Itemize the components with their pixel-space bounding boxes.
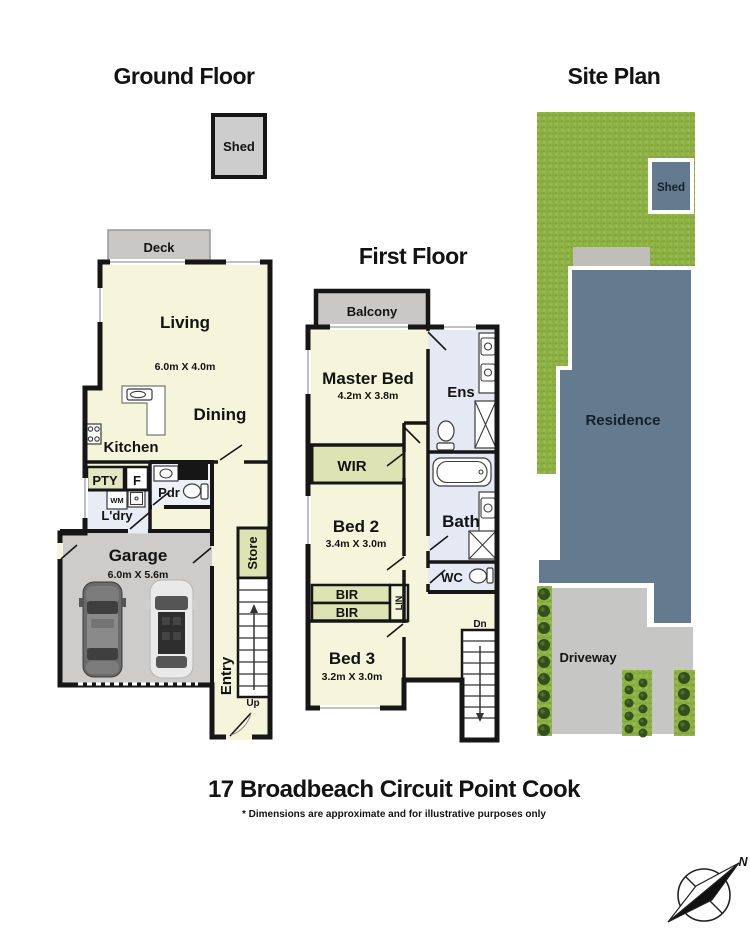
pantry-label: PTY bbox=[92, 473, 118, 488]
ensuite-label: Ens bbox=[447, 384, 475, 401]
laundry-door bbox=[129, 511, 151, 530]
stairs-up-arrowhead bbox=[250, 604, 258, 613]
bed3-dim: 3.2m X 3.0m bbox=[322, 671, 383, 683]
powder-toilet bbox=[182, 483, 202, 499]
master-label: Master Bed bbox=[322, 369, 414, 388]
bathtub bbox=[432, 457, 492, 487]
bath-door bbox=[429, 535, 449, 551]
ground-floor-title: Ground Floor bbox=[114, 63, 255, 89]
master-door bbox=[403, 426, 421, 444]
deck-label: Deck bbox=[143, 240, 175, 255]
linen-label: LIN bbox=[394, 596, 404, 611]
garage-side-door bbox=[60, 544, 78, 560]
bed3-label: Bed 3 bbox=[329, 649, 375, 668]
site-deck bbox=[573, 247, 650, 268]
powder-door bbox=[152, 492, 169, 506]
powder-counter bbox=[178, 464, 208, 480]
site-plan-title: Site Plan bbox=[568, 63, 661, 89]
compass-north-label: N bbox=[738, 855, 748, 869]
living-dim: 6.0m X 4.0m bbox=[155, 361, 216, 373]
dining-door bbox=[219, 444, 243, 461]
car-light-icon bbox=[146, 579, 197, 679]
hall-wall bbox=[402, 421, 428, 680]
site-shed bbox=[648, 158, 694, 214]
balcony-walls bbox=[313, 288, 431, 327]
site-grass-left2 bbox=[537, 368, 560, 474]
ground-outer-walls bbox=[57, 259, 273, 740]
wc-label: WC bbox=[441, 570, 463, 585]
site-plan: Site Plan Shed Residence Driveway bbox=[535, 63, 695, 738]
site-shed-label: Shed bbox=[657, 182, 685, 194]
bath-label: Bath bbox=[442, 512, 480, 531]
front-door-arc bbox=[230, 712, 252, 736]
dining-label: Dining bbox=[194, 405, 247, 424]
powder-toilet-tank bbox=[200, 483, 209, 500]
first-floor-plan: First Floor Balcony bbox=[305, 243, 500, 743]
bed2-label: Bed 2 bbox=[333, 517, 379, 536]
balcony bbox=[316, 291, 428, 327]
residence-label: Residence bbox=[585, 412, 660, 429]
ground-floor-plan: Ground Floor Shed Deck bbox=[57, 63, 273, 740]
wir-label: WIR bbox=[337, 458, 366, 475]
bed2-dim: 3.4m X 3.0m bbox=[326, 538, 387, 550]
ensuite-toilet bbox=[437, 420, 455, 442]
bush-strip-right bbox=[674, 670, 695, 736]
front-door bbox=[229, 712, 252, 737]
fridge-label: F bbox=[133, 473, 141, 488]
powder-label: Pdr bbox=[158, 485, 180, 500]
bir1-label: BIR bbox=[336, 587, 359, 602]
garage-dim: 6.0m X 5.6m bbox=[108, 569, 169, 581]
store-label: Store bbox=[245, 536, 260, 569]
bed3-door bbox=[386, 623, 404, 638]
compass-needle-black bbox=[667, 862, 740, 923]
stairs-down-arrowhead bbox=[476, 713, 484, 722]
ensuite-vanity bbox=[478, 332, 498, 394]
deck bbox=[107, 229, 211, 263]
washing-machine-label: WM bbox=[110, 496, 123, 505]
laundry-label: L'dry bbox=[101, 508, 133, 523]
bed2-door bbox=[386, 556, 405, 571]
garage-entry-door bbox=[192, 547, 212, 564]
master-dim: 4.2m X 3.8m bbox=[338, 390, 399, 402]
balcony-label: Balcony bbox=[347, 304, 398, 319]
driveway-label: Driveway bbox=[559, 650, 617, 665]
ground-shed bbox=[211, 113, 267, 179]
wc-door bbox=[429, 569, 446, 584]
site-residence bbox=[535, 266, 695, 627]
up-label: Up bbox=[246, 698, 259, 709]
wc-toilet bbox=[468, 568, 488, 584]
powder-vanity bbox=[153, 465, 179, 482]
bir2-label: BIR bbox=[336, 605, 359, 620]
kitchen-label: Kitchen bbox=[103, 439, 158, 456]
compass-icon: N bbox=[667, 855, 748, 923]
site-driveway bbox=[545, 588, 693, 734]
kitchen-sink-bowl bbox=[129, 390, 147, 399]
car-dark-icon bbox=[79, 581, 126, 678]
address-title: 17 Broadbeach Circuit Point Cook bbox=[208, 776, 581, 803]
ground-shed-label: Shed bbox=[223, 139, 255, 154]
wir-door bbox=[386, 452, 405, 467]
ensuite-door bbox=[427, 331, 447, 351]
dn-label: Dn bbox=[473, 619, 486, 630]
bush-row-left bbox=[538, 588, 550, 736]
disclaimer: * Dimensions are approximate and for ill… bbox=[242, 809, 546, 820]
first-floor-title: First Floor bbox=[359, 243, 468, 269]
powder-basin bbox=[159, 468, 173, 479]
living-label: Living bbox=[160, 313, 210, 332]
entry-label: Entry bbox=[218, 656, 235, 695]
garage-label: Garage bbox=[109, 546, 168, 565]
site-grass-left bbox=[537, 268, 572, 370]
